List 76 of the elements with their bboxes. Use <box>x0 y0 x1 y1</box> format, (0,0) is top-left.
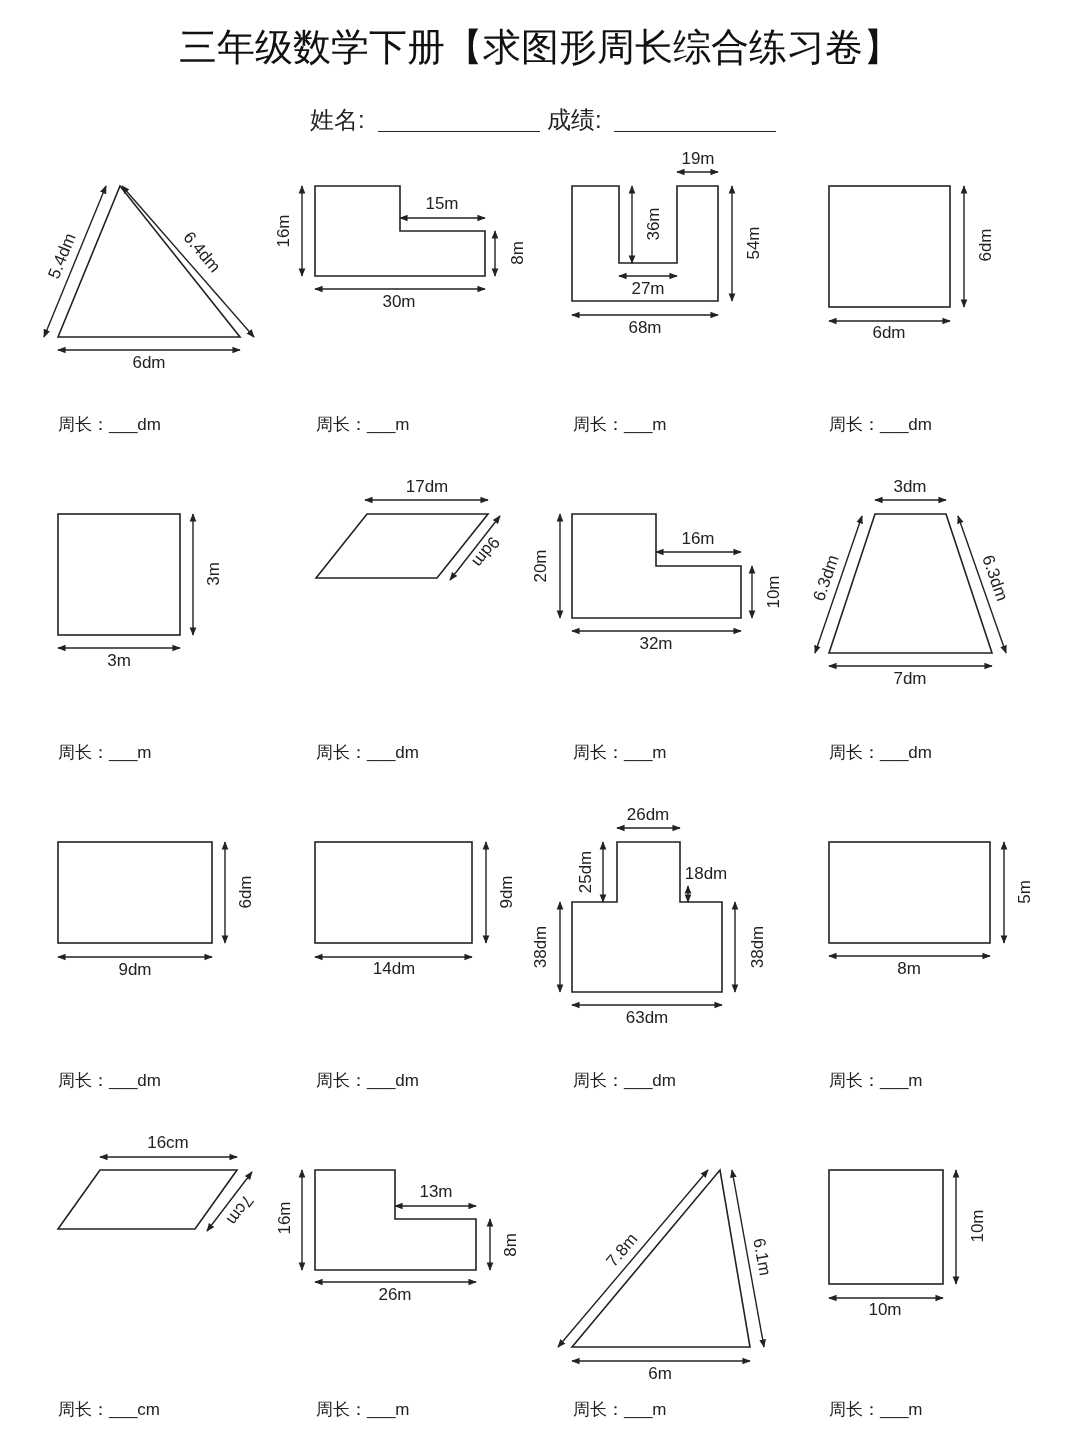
perimeter-answer: 周长：___m <box>58 743 152 761</box>
dimension-label: 38dm <box>531 925 549 969</box>
dimension-label: 6.3dm <box>810 552 842 604</box>
dimension-label: 16cm <box>147 1133 189 1151</box>
perimeter-answer: 周长：___m <box>316 415 410 433</box>
triangle-shape <box>570 1168 751 1348</box>
dimension-label: 9dm <box>118 960 152 978</box>
dimension-label: 27m <box>631 279 665 297</box>
dimension-label: 30m <box>382 292 416 310</box>
dimension-label: 26dm <box>626 805 670 823</box>
perimeter-answer: 周长：___cm <box>58 1400 161 1418</box>
dimension-label: 8m <box>501 1233 519 1257</box>
dimension-label: 20m <box>531 549 549 583</box>
dimension-label: 16m <box>681 529 715 547</box>
dimension-label: 25dm <box>576 850 594 894</box>
dimension-label: 16m <box>275 1201 293 1235</box>
dimension-label: 6dm <box>976 228 994 262</box>
dimension-label: 3m <box>107 651 131 669</box>
dimension-label: 6dm <box>872 323 906 341</box>
dimension-label: 6m <box>648 1364 672 1382</box>
perimeter-answer: 周长：___dm <box>316 1071 419 1089</box>
dimension-label: 7cm <box>223 1192 257 1228</box>
dimension-label: 10m <box>868 1300 902 1318</box>
dimension-label: 10m <box>968 1209 986 1243</box>
polygon-shape <box>314 185 486 277</box>
dimension-label: 15m <box>425 194 459 212</box>
dimension-label: 19m <box>681 149 715 167</box>
perimeter-answer: 周长：___dm <box>316 743 419 761</box>
perimeter-answer: 周长：___m <box>573 415 667 433</box>
perimeter-answer: 周长：___m <box>573 743 667 761</box>
dimension-label: 3m <box>204 562 222 586</box>
polygon-shape <box>571 513 742 619</box>
dimension-label: 14dm <box>372 959 416 977</box>
dimension-label: 9dm <box>497 875 515 909</box>
dimension-label: 18dm <box>684 864 728 882</box>
dimension-label: 3dm <box>893 477 927 495</box>
perimeter-answer: 周长：___m <box>573 1400 667 1418</box>
dimension-label: 36m <box>644 207 662 241</box>
dimension-label: 6.1m <box>750 1236 774 1278</box>
dimension-label: 6dm <box>132 353 166 371</box>
dimension-label: 16m <box>274 214 292 248</box>
perimeter-answer: 周长：___dm <box>829 415 932 433</box>
perimeter-answer: 周长：___dm <box>829 743 932 761</box>
perimeter-answer: 周长：___dm <box>58 415 161 433</box>
polygon-shape <box>571 185 719 302</box>
perimeter-answer: 周长：___dm <box>573 1071 676 1089</box>
name-label: 姓名: <box>310 108 365 132</box>
dimension-label: 5.4dm <box>45 230 79 282</box>
dimension-label: 6dm <box>236 875 254 909</box>
square-shape <box>828 1169 944 1285</box>
dimension-label: 17dm <box>405 477 449 495</box>
perimeter-answer: 周长：___m <box>829 1400 923 1418</box>
perimeter-answer: 周长：___m <box>829 1071 923 1089</box>
perimeter-answer: 周长：___dm <box>58 1071 161 1089</box>
dimension-label: 32m <box>639 634 673 652</box>
dimension-label: 26m <box>378 1285 412 1303</box>
dimension-label: 13m <box>419 1182 453 1200</box>
dimension-label: 38dm <box>748 925 766 969</box>
dimension-label: 54m <box>744 226 762 260</box>
dimension-label: 10m <box>764 575 782 609</box>
dimension-label: 6.3dm <box>979 552 1011 604</box>
dimension-label: 8m <box>897 959 921 977</box>
rectangle-shape <box>828 841 991 944</box>
dimension-label: 63dm <box>625 1008 669 1026</box>
dimension-label: 7dm <box>893 669 927 687</box>
perimeter-answer: 周长：___m <box>316 1400 410 1418</box>
square-shape <box>828 185 951 308</box>
rectangle-shape <box>57 841 213 944</box>
score-label: 成绩: <box>547 108 602 132</box>
polygon-shape <box>314 1169 477 1271</box>
dimension-label: 8m <box>508 241 526 265</box>
dimension-label: 5m <box>1015 880 1033 904</box>
rectangle-shape <box>314 841 473 944</box>
title: 三年级数学下册【求图形周长综合练习卷】 <box>179 24 901 71</box>
dimension-label: 68m <box>628 318 662 336</box>
square-shape <box>57 513 181 636</box>
